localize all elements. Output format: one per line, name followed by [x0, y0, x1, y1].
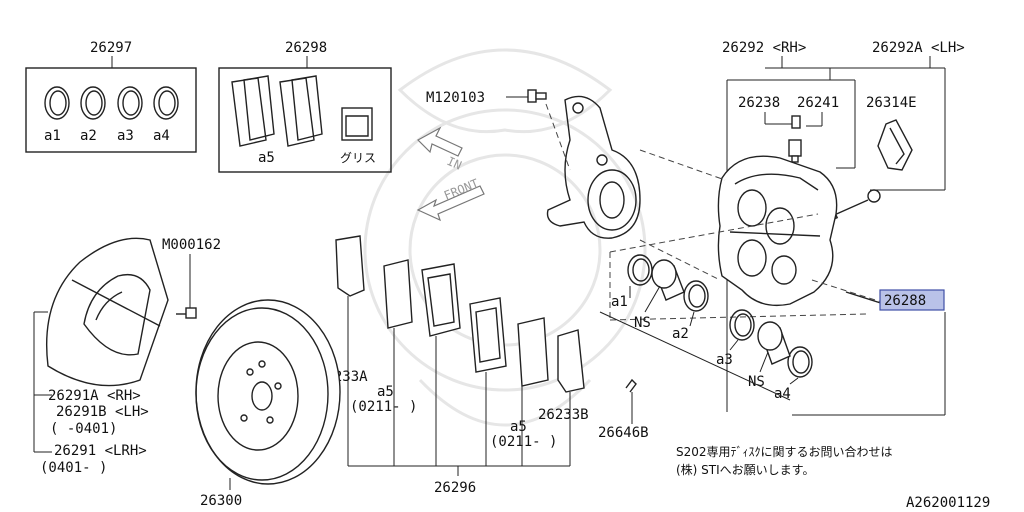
- steering-knuckle-icon: [546, 95, 641, 239]
- part-label-26292-rh[interactable]: 26292 <RH>: [722, 40, 806, 56]
- item-code-a5-right-range: (0211- ): [490, 434, 557, 450]
- svg-text:IN: IN: [445, 154, 464, 173]
- brake-pad-icon: [335, 235, 585, 393]
- diagram-id: A262001129: [906, 495, 990, 511]
- bleeder-screw-icon: [788, 115, 802, 163]
- part-label-26314e[interactable]: 26314E: [866, 95, 917, 111]
- pad-kit-group: 26298 a5 グリス: [218, 40, 392, 173]
- assembly-dash-lines: [609, 149, 889, 321]
- part-26288-group: 26288: [845, 289, 945, 311]
- part-label-26233b[interactable]: 26233B: [538, 407, 589, 423]
- bolt-icon: [527, 89, 547, 103]
- pad-spring-icon: [877, 119, 913, 171]
- knuckle-group: M120103: [426, 89, 641, 239]
- part-label-m120103[interactable]: M120103: [426, 90, 485, 106]
- note-line-1: S202専用ﾃﾞｨｽｸに関するお問い合わせは: [676, 444, 893, 459]
- part-label-26297[interactable]: 26297: [90, 40, 132, 56]
- item-code-a5: a5: [258, 150, 275, 166]
- part-label-26241[interactable]: 26241: [797, 95, 839, 111]
- part-label-26292a-lh[interactable]: 26292A <LH>: [872, 40, 965, 56]
- item-code-a5-left-range: (0211- ): [350, 399, 417, 415]
- part-label-26300[interactable]: 26300: [200, 493, 242, 509]
- piston-group: a1 NS a2 a3 NS a4: [599, 254, 813, 402]
- seal-ring-icon: [44, 86, 179, 120]
- part-label-26646b[interactable]: 26646B: [598, 425, 649, 441]
- part-label-26238[interactable]: 26238: [738, 95, 780, 111]
- grease-pack-icon: [341, 107, 373, 141]
- piston-icon: [651, 259, 791, 365]
- note-line-2: (株) STIへお願いします。: [676, 462, 814, 477]
- brake-pad-group: 26233A a5 (0211- ) a5 (0211- ) 26233B 26…: [317, 235, 649, 496]
- bolt-icon: [176, 307, 197, 319]
- piston-seal-icon: [627, 254, 813, 378]
- part-label-26291[interactable]: 26291 <LRH>: [54, 443, 147, 459]
- item-code-a3-caliper: a3: [716, 352, 733, 368]
- part-label-26291a[interactable]: 26291A <RH>: [48, 388, 141, 404]
- direction-in-arrow: IN: [417, 126, 464, 173]
- shim-icon: [231, 75, 323, 147]
- part-label-26291b[interactable]: 26291B <LH>: [56, 404, 149, 420]
- brake-caliper-icon: [717, 155, 838, 307]
- item-code-a2-caliper: a2: [672, 326, 689, 342]
- item-code-a1-caliper: a1: [611, 294, 628, 310]
- item-code-a1: a1: [44, 128, 61, 144]
- item-code-a4: a4: [153, 128, 170, 144]
- item-code-a5-left: a5: [377, 384, 394, 400]
- item-code-ns-1: NS: [634, 315, 651, 331]
- dust-shield-icon: [45, 237, 169, 387]
- part-label-26288[interactable]: 26288: [884, 293, 926, 309]
- highlight-26288: [879, 289, 945, 311]
- grease-label: グリス: [340, 151, 376, 165]
- dust-shield-group: M000162 26291A <RH> 26291B <LH> ( -0401)…: [33, 237, 221, 476]
- item-code-a2: a2: [80, 128, 97, 144]
- part-label-m000162[interactable]: M000162: [162, 237, 221, 253]
- direction-front-arrow: FRONT: [416, 176, 485, 222]
- brake-rotor-group: 26300: [195, 299, 341, 509]
- part-label-26296[interactable]: 26296: [434, 480, 476, 496]
- brake-rotor-icon: [195, 299, 341, 485]
- part-label-26298[interactable]: 26298: [285, 40, 327, 56]
- item-code-a5-right: a5: [510, 419, 527, 435]
- range-26291: (0401- ): [40, 460, 107, 476]
- seal-kit-group: 26297 a1 a2 a3 a4: [25, 40, 197, 153]
- range-26291b: ( -0401): [50, 421, 117, 437]
- watermark-emblem: [363, 48, 647, 427]
- item-code-a3: a3: [117, 128, 134, 144]
- clip-icon: [625, 378, 637, 393]
